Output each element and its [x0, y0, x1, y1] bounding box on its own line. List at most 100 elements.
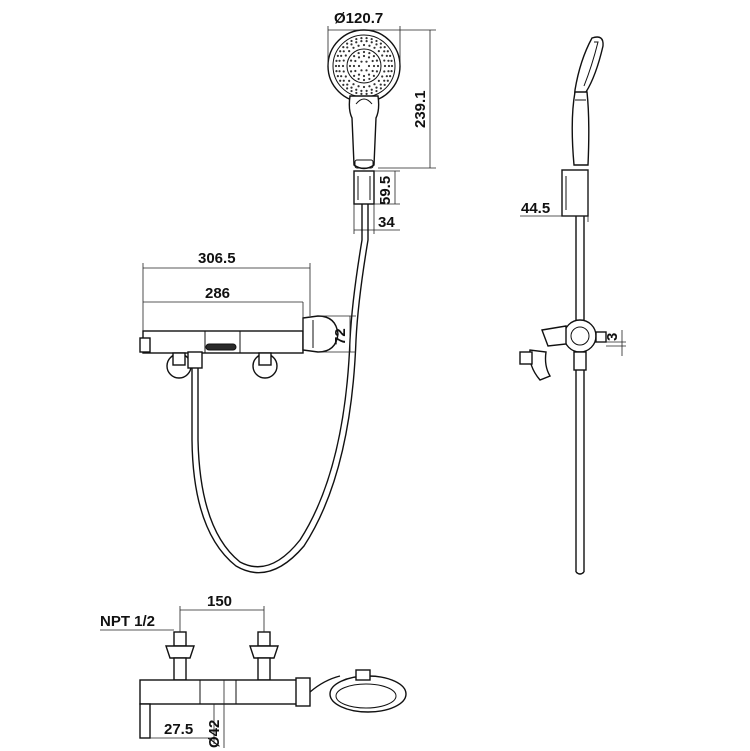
spray-nozzle-dot	[370, 41, 373, 44]
spray-nozzle-dot	[340, 54, 343, 57]
spray-nozzle-dot	[336, 75, 339, 78]
spray-nozzle-dot	[355, 41, 358, 44]
side-mixer-circle	[563, 319, 597, 353]
spray-nozzle-dot	[357, 44, 360, 47]
spray-nozzle-dot	[362, 54, 366, 58]
spray-nozzle-dot	[342, 70, 345, 73]
spray-nozzle-dot	[348, 64, 352, 68]
spray-nozzle-dot	[371, 69, 374, 73]
spray-nozzle-dot	[355, 91, 358, 95]
top-hose	[309, 675, 341, 693]
spray-nozzle-dot	[357, 73, 361, 76]
dim-holder-height: 59.5	[374, 170, 400, 205]
side-connector	[519, 351, 533, 365]
spray-nozzle-dot	[386, 50, 389, 53]
dim-label-body-overall-length: 306.5	[198, 250, 236, 267]
spray-nozzle-dot	[342, 79, 345, 82]
top-knob	[295, 677, 311, 707]
dim-label-head-diameter: Ø120.7	[334, 10, 383, 27]
spray-nozzle-dot	[376, 64, 380, 68]
spray-nozzle-dot	[368, 51, 371, 55]
spray-nozzle-dot	[350, 39, 353, 43]
top-holder	[355, 669, 371, 681]
dim-label-thread: NPT 1/2	[100, 613, 155, 630]
right-inlet-body	[257, 657, 271, 681]
spray-nozzle-dot	[338, 70, 341, 73]
spray-nozzle-dot	[341, 64, 345, 68]
side-head-detail	[583, 41, 599, 87]
hose-outlet	[187, 351, 203, 369]
spray-nozzle-dot	[362, 50, 366, 54]
spray-nozzle-dot	[338, 59, 341, 62]
spray-nozzle-dot	[344, 75, 347, 78]
dim-holder-width: 34	[353, 204, 400, 234]
spray-nozzle-dot	[337, 64, 341, 68]
spray-nozzle-dot	[362, 85, 366, 89]
spray-nozzle-dot	[352, 64, 356, 68]
spray-nozzle-dot	[365, 69, 368, 72]
front-handshower	[327, 29, 401, 205]
spray-nozzle-dot	[386, 79, 389, 82]
spray-nozzle-dot	[360, 89, 363, 92]
spray-nozzle-dot	[365, 40, 368, 43]
side-view	[519, 36, 607, 575]
dim-label-pipe-diameter: Ø42	[206, 720, 223, 748]
spray-nozzle-dot	[365, 92, 368, 95]
rail-end	[575, 571, 585, 575]
spray-nozzle-dot	[357, 85, 360, 88]
left-inlet-body	[173, 657, 187, 681]
spray-nozzle-dot	[354, 59, 357, 63]
spray-nozzle-dot	[372, 55, 375, 58]
hose-line-inner	[191, 204, 369, 574]
dim-label-side-offset: 3	[604, 333, 621, 341]
spray-nozzle-dot	[357, 56, 361, 59]
spray-nozzle-dot	[353, 55, 356, 58]
dim-label-body-length: 286	[205, 285, 230, 302]
spray-nozzle-dot	[375, 59, 379, 62]
spray-nozzle-dot	[377, 50, 380, 53]
dim-label-body-height: 72	[332, 328, 349, 345]
spray-nozzle-dot	[340, 75, 343, 78]
spray-nozzle-dot	[383, 79, 386, 82]
spray-nozzle-dot	[352, 46, 355, 49]
spray-nozzle-dot	[390, 59, 393, 62]
spray-nozzle-dot	[346, 42, 349, 45]
spray-nozzle-dot	[365, 37, 368, 40]
spray-nozzle-dot	[389, 54, 392, 57]
left-connector	[172, 352, 186, 366]
dim-label-side-holder-offset: 44.5	[521, 200, 550, 217]
spray-nozzle-dot	[357, 64, 361, 68]
spray-nozzle-dot	[381, 75, 384, 78]
right-connector	[258, 352, 272, 366]
front-mixer-body	[139, 315, 339, 379]
spray-nozzle-dot	[342, 83, 345, 86]
spray-nozzle-dot	[372, 64, 376, 68]
spray-nozzle-dot	[355, 88, 358, 91]
spray-nozzle-dot	[383, 46, 386, 49]
spray-nozzle-dot	[348, 79, 351, 82]
left-cap	[139, 337, 151, 353]
dim-inlet-spacing: 150	[179, 593, 265, 632]
spray-nozzle-dot	[385, 75, 388, 78]
spray-nozzle-dot	[342, 46, 345, 49]
spray-nozzle-dot	[336, 54, 339, 57]
spray-nozzle-dot	[370, 91, 373, 95]
side-mixer-inner	[570, 326, 590, 346]
right-inlet-nut	[249, 645, 279, 659]
hose-line-outer	[197, 204, 363, 568]
spray-nozzle-dot	[372, 74, 375, 77]
left-inlet-top	[173, 631, 187, 647]
handle-detail	[355, 98, 373, 105]
spray-nozzle-dot	[389, 75, 392, 78]
spray-nozzle-dot	[334, 64, 338, 68]
spray-nozzle-dot	[371, 59, 374, 63]
spray-nozzle-dot	[354, 69, 357, 73]
spray-nozzle-dot	[360, 92, 363, 95]
top-shower-head	[329, 675, 407, 713]
spray-nozzle-dot	[368, 44, 371, 47]
spray-nozzle-dot	[342, 59, 345, 62]
dim-head-diameter: Ø120.7	[327, 10, 401, 66]
spray-nozzle-dot	[365, 89, 368, 92]
